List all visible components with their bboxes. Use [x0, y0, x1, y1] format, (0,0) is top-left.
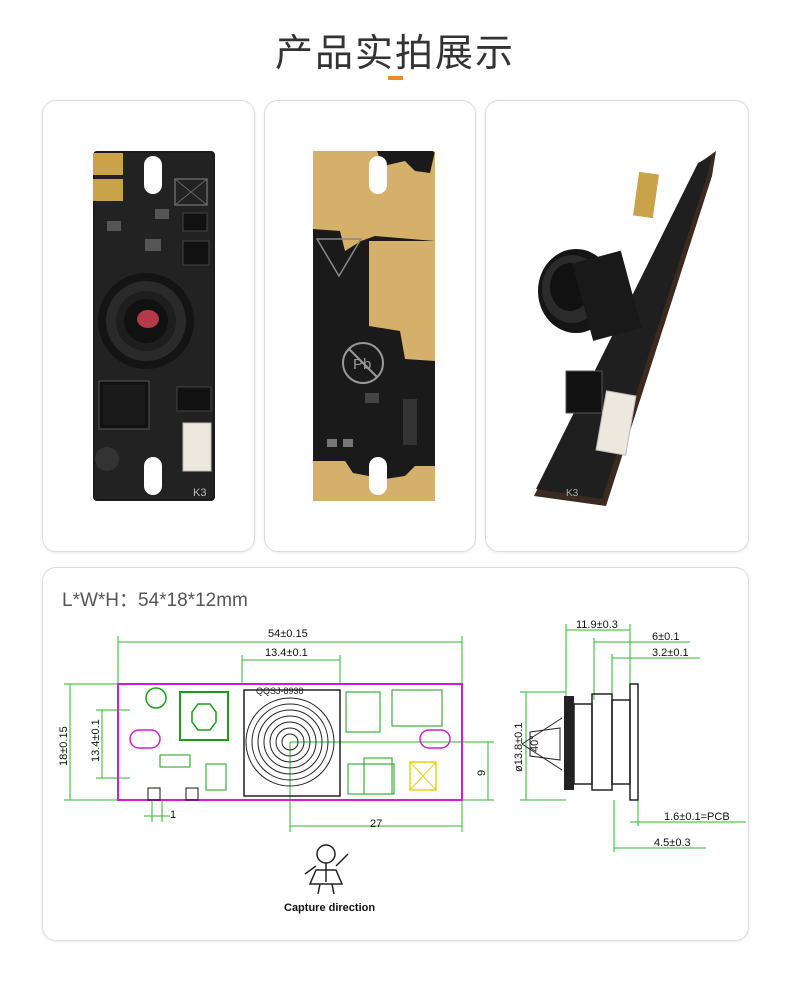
- lens-body-label: 6±0.1: [652, 631, 679, 643]
- pin-pitch-label: 1: [170, 809, 176, 821]
- angled-board-image: K3: [534, 151, 716, 506]
- total-height-label: 11.9±0.3: [576, 619, 618, 631]
- capture-direction-label: Capture direction: [284, 902, 375, 914]
- back-board-image: Pb: [313, 151, 435, 501]
- page-title: 产品实拍展示: [274, 31, 515, 75]
- holder-label: 3.2±0.1: [652, 647, 689, 659]
- center-offset-label: 27: [370, 818, 382, 830]
- svg-text:K3: K3: [566, 488, 579, 499]
- pb-free-mark: Pb: [353, 356, 371, 373]
- lens-height-label: 9: [476, 770, 488, 776]
- photo-card-back: Pb: [264, 100, 476, 552]
- bottom-label: 4.5±0.3: [654, 837, 691, 849]
- pcb-label: 1.6±0.1=PCB: [664, 811, 730, 823]
- fov-label: 40°: [529, 735, 541, 752]
- lens-width-label: 13.4±0.1: [265, 647, 308, 659]
- capture-direction-icon: [304, 844, 349, 895]
- hole-spacing-label: 13.4±0.1: [90, 719, 102, 762]
- width-label: 18±0.15: [58, 726, 70, 766]
- photo-card-front: K3: [42, 100, 255, 552]
- title-accent-bar: [388, 76, 403, 80]
- length-label: 54±0.15: [268, 628, 308, 640]
- front-board-image: K3: [93, 151, 215, 501]
- lens-diameter-label: ø13.8±0.1: [513, 723, 525, 772]
- board-model-label: QQSJ-8938: [256, 686, 304, 696]
- dimensions-text: L*W*H：54*18*12mm: [62, 590, 248, 611]
- dimension-card: [42, 567, 749, 941]
- photo-card-angled: K3: [485, 100, 749, 552]
- svg-text:K3: K3: [193, 487, 206, 499]
